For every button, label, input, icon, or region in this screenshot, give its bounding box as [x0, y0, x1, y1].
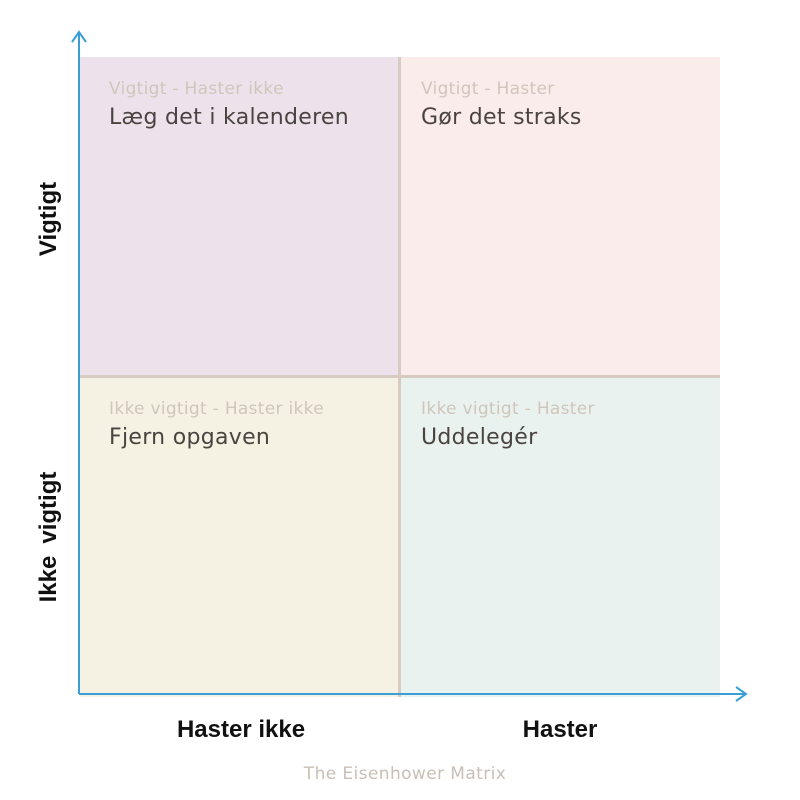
quadrant-not-important-not-urgent: Ikke vigtigt - Haster ikke Fjern opgaven [80, 377, 400, 697]
quadrant-subtitle: Vigtigt - Haster [421, 79, 555, 99]
quadrant-action: Gør det straks [421, 105, 582, 130]
quadrant-important-urgent: Vigtigt - Haster Gør det straks [400, 57, 720, 377]
horizontal-divider [80, 375, 720, 378]
x-axis-label-urgent: Haster [522, 716, 598, 743]
quadrant-action: Læg det i kalenderen [109, 105, 350, 130]
quadrant-subtitle: Ikke vigtigt - Haster ikke [109, 399, 324, 419]
quadrant-important-not-urgent: Vigtigt - Haster ikke Læg det i kalender… [80, 57, 400, 377]
diagram-caption: The Eisenhower Matrix [303, 764, 507, 784]
x-axis-label-not-urgent: Haster ikke [176, 716, 306, 743]
y-axis-label-not: Ikke [35, 555, 62, 603]
quadrant-not-important-urgent: Ikke vigtigt - Haster Uddelegér [400, 377, 720, 697]
quadrant-subtitle: Vigtigt - Haster ikke [109, 79, 284, 99]
quadrant-action: Fjern opgaven [109, 425, 271, 450]
quadrant-subtitle: Ikke vigtigt - Haster [421, 399, 595, 419]
y-axis-label-important-word: vigtigt [35, 471, 62, 544]
x-axis-arrow-icon [735, 686, 748, 702]
y-axis-label-not-important: Ikke vigtigt [35, 472, 63, 603]
quadrant-action: Uddelegér [421, 425, 538, 450]
y-axis-arrow-icon [71, 30, 87, 43]
y-axis-label-important: Vigtigt [35, 181, 62, 257]
